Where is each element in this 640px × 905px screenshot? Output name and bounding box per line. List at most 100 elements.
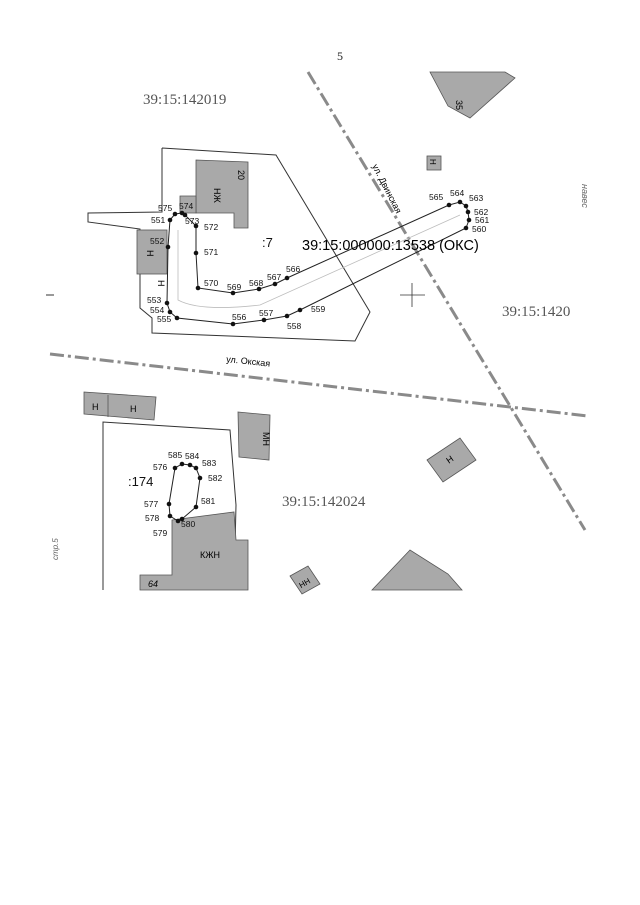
road-okskaya [49, 352, 589, 418]
building-35: 35 [429, 71, 516, 119]
svg-text:Н: Н [145, 250, 155, 257]
boundary-point-label-558: 558 [287, 321, 301, 331]
boundary-point-553 [164, 300, 170, 306]
boundary-point-label-553: 553 [147, 295, 161, 305]
boundary-point-label-577: 577 [144, 499, 158, 509]
building-n-pair: Н Н [83, 391, 157, 421]
boundary-point-label-573: 573 [185, 216, 199, 226]
boundary-point-label-574: 574 [179, 201, 193, 211]
street-label-left: стр.5 [51, 538, 60, 560]
boundary-point-576 [172, 465, 178, 471]
boundary-point-label-576: 576 [153, 462, 167, 472]
boundary-point-label-580: 580 [181, 519, 195, 529]
page-number: 5 [337, 49, 343, 63]
boundary-point-label-552: 552 [150, 236, 164, 246]
boundary-point-label-569: 569 [227, 282, 241, 292]
survey-cross [400, 283, 425, 307]
boundary-point-571 [193, 250, 199, 256]
svg-text:КЖН: КЖН [200, 550, 220, 560]
boundary-point-label-571: 571 [204, 247, 218, 257]
building-n-side-label: Н [156, 280, 166, 287]
boundary-point-577 [166, 501, 172, 507]
boundary-point-552 [165, 244, 171, 250]
boundary-point-label-555: 555 [157, 314, 171, 324]
svg-text:Н: Н [444, 454, 455, 466]
boundary-point-584 [187, 462, 193, 468]
svg-text:МН: МН [261, 432, 271, 446]
boundary-point-label-583: 583 [202, 458, 216, 468]
boundary-point-label-560: 560 [472, 224, 486, 234]
building-nn: НН [289, 565, 321, 595]
boundary-point-label-579: 579 [153, 528, 167, 538]
boundary-point-575 [172, 211, 178, 217]
building-n-left: Н [136, 229, 168, 275]
street-label-dvinskaya: ул. Двинская [370, 162, 403, 215]
boundary-point-564 [457, 199, 463, 205]
building-20: 20 НЖ [195, 159, 249, 229]
boundary-point-582 [197, 475, 203, 481]
boundary-point-556 [230, 321, 236, 327]
boundary-point-551 [167, 217, 173, 223]
building-n-small: Н [426, 155, 442, 171]
boundary-point-561 [466, 217, 472, 223]
boundary-point-557 [261, 317, 267, 323]
building-20-label: 20 [236, 170, 246, 180]
boundary-point-label-551: 551 [151, 215, 165, 225]
boundary-point-label-557: 557 [259, 308, 273, 318]
parcel-label-174: :174 [128, 474, 153, 489]
building-64-complex: КЖН 64 [139, 511, 249, 591]
boundary-point-label-566: 566 [286, 264, 300, 274]
boundary-point-580 [179, 516, 185, 522]
boundary-point-label-564: 564 [450, 188, 464, 198]
building-nzh-label: НЖ [212, 188, 222, 203]
boundary-point-label-582: 582 [208, 473, 222, 483]
canopy-label: навес [580, 184, 590, 208]
boundary-point-label-568: 568 [249, 278, 263, 288]
boundary-point-label-575: 575 [158, 203, 172, 213]
building-35-label: 35 [454, 100, 464, 110]
boundary-point-563 [463, 203, 469, 209]
boundary-point-565 [446, 202, 452, 208]
boundary-point-label-567: 567 [267, 272, 281, 282]
boundary-point-label-585: 585 [168, 450, 182, 460]
boundary-point-label-578: 578 [145, 513, 159, 523]
boundary-point-label-562: 562 [474, 207, 488, 217]
boundary-point-label-572: 572 [204, 222, 218, 232]
boundary-point-572 [193, 223, 199, 229]
boundary-point-583 [193, 465, 199, 471]
quarter-label-142019: 39:15:142019 [143, 92, 226, 108]
quarter-label-142024: 39:15:142024 [282, 494, 366, 510]
boundary-point-581 [193, 504, 199, 510]
boundary-point-569 [230, 290, 236, 296]
boundary-point-568 [256, 286, 262, 292]
boundary-point-554 [167, 309, 173, 315]
boundary-point-570 [195, 285, 201, 291]
boundary-point-566 [284, 275, 290, 281]
boundary-point-585 [179, 461, 185, 467]
street-label-okskaya: ул. Окская [226, 354, 271, 369]
boundary-point-562 [465, 209, 471, 215]
boundary-point-label-561: 561 [475, 215, 489, 225]
boundary-point-label-565: 565 [429, 192, 443, 202]
building-bottom-right [371, 549, 463, 591]
boundary-point-558 [284, 313, 290, 319]
boundary-point-label-554: 554 [150, 305, 164, 315]
svg-text:Н: Н [130, 404, 137, 414]
building-annex [179, 195, 197, 214]
svg-text:Н: Н [92, 402, 99, 412]
parcel-boundary-7 [87, 147, 371, 342]
svg-text:Н: Н [428, 159, 437, 165]
boundary-point-567 [272, 281, 278, 287]
object-contour-lower [168, 463, 201, 522]
parcel-label-7: :7 [262, 235, 273, 250]
boundary-point-579 [175, 518, 181, 524]
boundary-point-578 [167, 513, 173, 519]
boundary-point-574 [179, 210, 185, 216]
svg-text:64: 64 [148, 579, 158, 589]
building-n-right: Н [426, 437, 477, 483]
boundary-point-559 [297, 307, 303, 313]
object-centerline [177, 214, 461, 308]
object-label: 39:15:000000:13538 (ОКС) [302, 238, 479, 254]
